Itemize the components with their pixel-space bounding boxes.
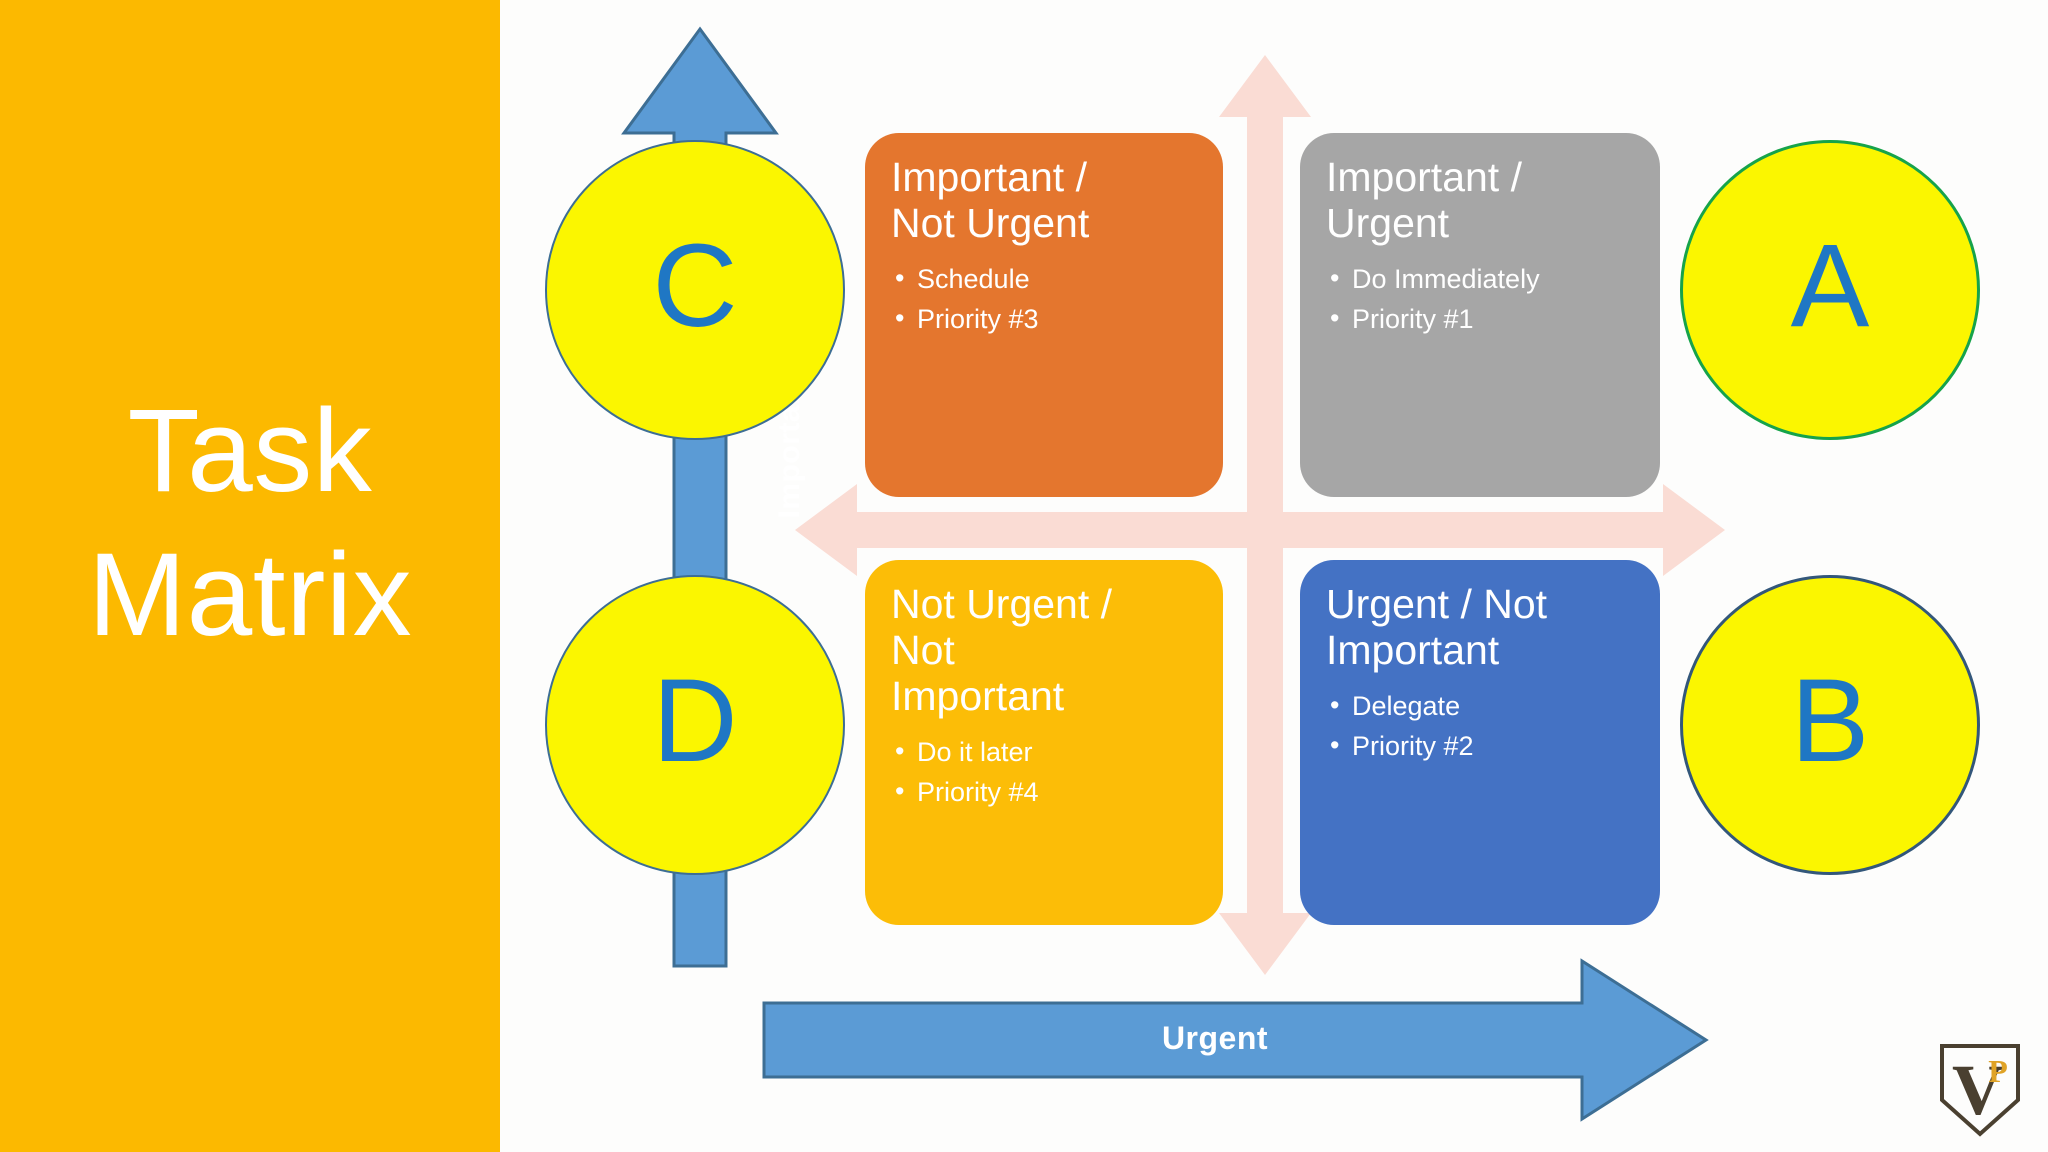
title-panel: Task Matrix xyxy=(0,0,500,1152)
quadrant-bullet-list: Do it later Priority #4 xyxy=(891,735,1197,809)
important-axis-arrow xyxy=(621,26,779,968)
quadrant-bullet-list: Do Immediately Priority #1 xyxy=(1326,262,1634,336)
urgent-axis-label: Urgent xyxy=(1161,1020,1269,1056)
quadrant-title: Important / Not Urgent xyxy=(891,154,1090,246)
marker-circle-d[interactable]: D xyxy=(545,575,845,875)
quadrant-bullet: Do Immediately xyxy=(1330,262,1634,295)
quadrant-bullet-list: Delegate Priority #2 xyxy=(1326,689,1634,763)
quadrant-bullet: Priority #4 xyxy=(895,775,1197,808)
urgent-axis-arrow xyxy=(762,958,1709,1122)
quadrant-not-urgent-not-important[interactable]: Not Urgent / Not Important Do it later P… xyxy=(865,560,1223,925)
logo-secondary-letter: P xyxy=(1988,1053,2008,1089)
quadrant-bullet: Schedule xyxy=(895,262,1197,295)
brand-shield-logo: V P xyxy=(1940,1044,2020,1137)
page-title-line-2: Matrix xyxy=(87,528,413,661)
quadrant-urgent-not-important[interactable]: Urgent / Not Important Delegate Priority… xyxy=(1300,560,1660,925)
quadrant-title: Important / Urgent xyxy=(1326,154,1522,246)
quadrant-important-not-urgent[interactable]: Important / Not Urgent Schedule Priority… xyxy=(865,133,1223,497)
marker-label: A xyxy=(1790,220,1870,352)
marker-circle-b[interactable]: B xyxy=(1680,575,1980,875)
quadrant-bullet: Priority #3 xyxy=(895,302,1197,335)
pink-vertical-double-arrow xyxy=(1219,55,1311,975)
marker-label: D xyxy=(652,655,738,787)
quadrant-bullet: Do it later xyxy=(895,735,1197,768)
quadrant-bullet: Delegate xyxy=(1330,689,1634,722)
marker-label: B xyxy=(1790,655,1870,787)
quadrant-bullet-list: Schedule Priority #3 xyxy=(891,262,1197,336)
quadrant-title: Not Urgent / Not Important xyxy=(891,581,1113,719)
page-title: Task Matrix xyxy=(0,380,500,668)
marker-label: C xyxy=(652,220,738,352)
quadrant-important-urgent[interactable]: Important / Urgent Do Immediately Priori… xyxy=(1300,133,1660,497)
quadrant-bullet: Priority #2 xyxy=(1330,729,1634,762)
page-title-line-1: Task xyxy=(127,385,373,517)
quadrant-title: Urgent / Not Important xyxy=(1326,581,1548,673)
marker-circle-c[interactable]: C xyxy=(545,140,845,440)
marker-circle-a[interactable]: A xyxy=(1680,140,1980,440)
quadrant-bullet: Priority #1 xyxy=(1330,302,1634,335)
logo-primary-letter: V xyxy=(1952,1050,2004,1130)
